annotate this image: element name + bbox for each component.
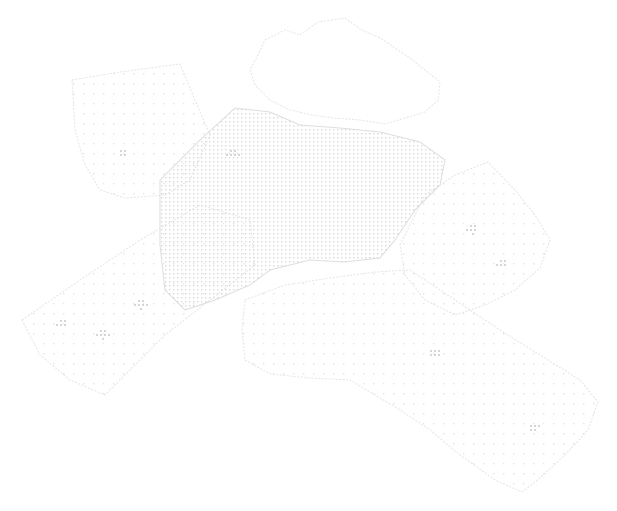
cloud-shape — [249, 17, 441, 125]
right-tilted-card — [399, 161, 551, 316]
dense-central-piece — [159, 107, 446, 311]
stipple-motifs — [56, 150, 540, 431]
bottom-large-piece — [241, 269, 599, 493]
